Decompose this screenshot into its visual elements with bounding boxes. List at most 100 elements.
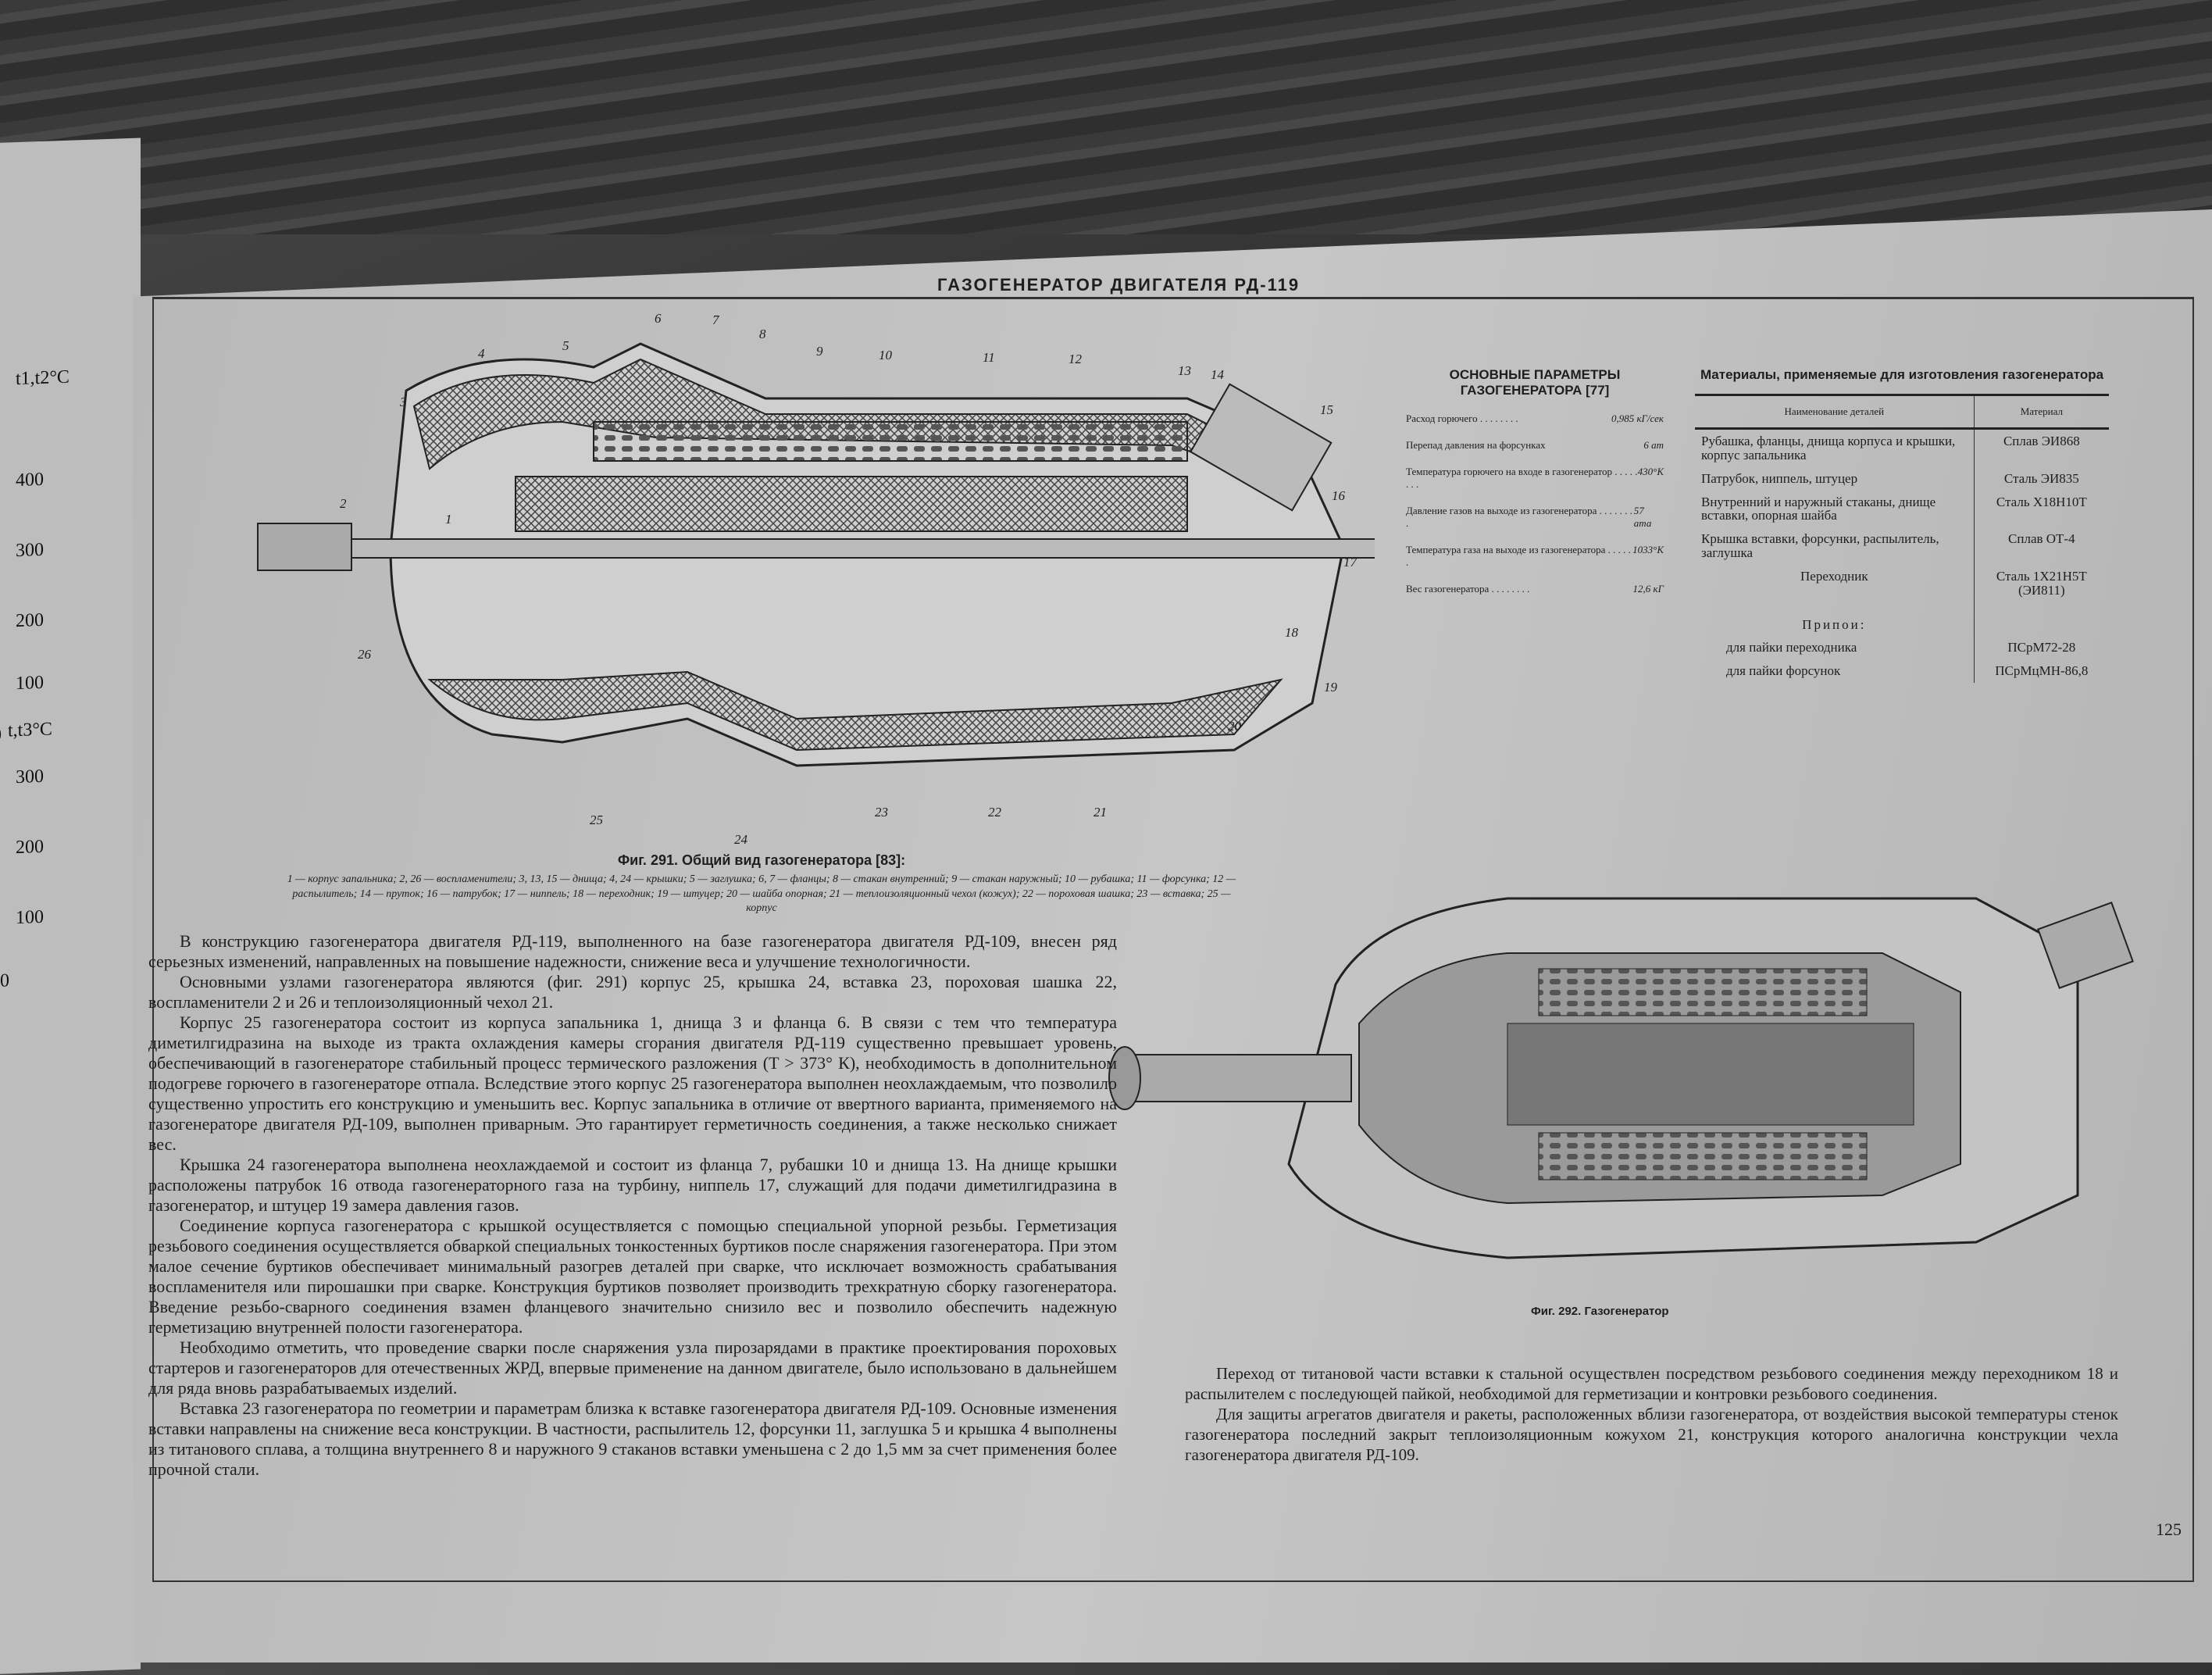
tick: 0 — [0, 970, 9, 991]
part-cell: для пайки форсунок — [1726, 663, 1841, 679]
callout: 12 — [1069, 352, 1082, 366]
material-cell — [1973, 602, 2109, 637]
callout: 8 — [759, 327, 766, 341]
callout: 7 — [712, 312, 719, 327]
fig291-cross-section — [257, 342, 1375, 767]
fig291-caption: Фиг. 291. Общий вид газогенератора [83]:… — [281, 852, 1242, 916]
paragraph: Корпус 25 газогенератора состоит из корп… — [148, 1012, 1117, 1154]
material-cell: Сплав ЭИ868 — [1973, 428, 2109, 467]
material-cell: Сталь 1Х21Н5Т (ЭИ811) — [1973, 564, 2109, 602]
right-text: Переход от титановой части вставки к ста… — [1185, 1363, 2118, 1465]
material-cell: ПСрМ72-28 — [1973, 636, 2109, 660]
tick: 300 — [16, 766, 44, 788]
params-title-2: ГАЗОГЕНЕРАТОРА [77] — [1460, 383, 1610, 398]
material-cell: Сплав ОТ-4 — [1973, 527, 2109, 565]
tick: 200 — [16, 609, 44, 632]
param-value: 57 ата — [1633, 505, 1652, 529]
param-row: Температура газа на выходе из газогенера… — [1406, 544, 1664, 569]
part-cell: Патрубок, ниппель, штуцер — [1701, 470, 1858, 486]
tick: 400 — [16, 469, 44, 491]
callout: 15 — [1320, 402, 1333, 417]
table-row: Крышка вставки, форсунки, распылитель, з… — [1695, 527, 2109, 565]
callout: 2 — [340, 496, 347, 511]
paragraph: В конструкцию газогенератора двигателя Р… — [148, 931, 1117, 971]
callout: 25 — [590, 812, 603, 827]
tick: 300 — [16, 539, 44, 562]
table-row: Патрубок, ниппель, штуцер Сталь ЭИ835 — [1695, 466, 2109, 491]
callout: 17 — [1343, 555, 1357, 570]
param-label: Давление газов на выходе из газогенерато… — [1406, 505, 1632, 529]
callout: 13 — [1178, 363, 1191, 378]
material-cell: ПСрМцМН-86,8 — [1973, 659, 2109, 684]
param-label: Расход горючего . . . . . . . . — [1406, 412, 1518, 424]
param-row: Перепад давления на форсунках 6 ат — [1406, 439, 1664, 452]
callout: 1 — [445, 512, 452, 527]
wood-table-background — [0, 0, 2212, 234]
fig291-caption-legend: 1 — корпус запальника; 2, 26 — воспламен… — [287, 873, 1236, 914]
paragraph: Вставка 23 газогенератора по геометрии и… — [148, 1398, 1117, 1479]
part-cell: Крышка вставки, форсунки, распылитель, з… — [1701, 531, 1939, 561]
paragraph: Для защиты агрегатов двигателя и ракеты,… — [1185, 1405, 2118, 1464]
param-label: Вес газогенератора . . . . . . . . — [1406, 583, 1530, 595]
paragraph: Переход от титановой части вставки к ста… — [1185, 1364, 2118, 1403]
table-row: Рубашка, фланцы, днища корпуса и крышки,… — [1695, 428, 2109, 467]
param-row: Температура горючего на входе в газогене… — [1406, 466, 1664, 491]
part-cell: Припои: — [1802, 616, 1867, 632]
tick: 100 — [16, 672, 44, 695]
callout: 16 — [1332, 488, 1345, 503]
params-title-1: ОСНОВНЫЕ ПАРАМЕТРЫ — [1449, 367, 1621, 382]
fig292-illustration — [1108, 897, 2134, 1259]
part-cell: Рубашка, фланцы, днища корпуса и крышки,… — [1701, 434, 1956, 462]
paragraph: Необходимо отметить, что проведение свар… — [148, 1338, 1117, 1398]
callout: 6 — [655, 311, 662, 326]
param-label: Температура горючего на входе в газогене… — [1406, 466, 1638, 490]
axis-label: t1,t2°C — [16, 366, 70, 390]
param-value: 6 ат — [1643, 439, 1664, 451]
callout: 10 — [879, 348, 892, 362]
callout: 14 — [1211, 367, 1224, 382]
callout: 11 — [983, 350, 995, 365]
param-value: 1033°К — [1632, 544, 1664, 555]
col-header-material: Материал — [1973, 394, 2109, 430]
param-row: Вес газогенератора . . . . . . . . 12,6 к… — [1406, 583, 1664, 595]
axis-label: t,t3°C — [8, 719, 52, 741]
callout: 22 — [988, 805, 1001, 820]
callout: 5 — [562, 338, 569, 353]
main-text: В конструкцию газогенератора двигателя Р… — [148, 931, 1117, 1480]
part-cell: Переходник — [1800, 568, 1868, 584]
parameters-block: ОСНОВНЫЕ ПАРАМЕТРЫ ГАЗОГЕНЕРАТОРА [77] Р… — [1406, 367, 1664, 595]
callout: 3 — [400, 395, 407, 409]
table-row: Переходник Сталь 1Х21Н5Т (ЭИ811) — [1695, 564, 2109, 602]
callout: 21 — [1094, 805, 1107, 820]
tick: 200 — [16, 836, 44, 859]
callout: 26 — [358, 647, 371, 662]
table-row: для пайки переходника ПСрМ72-28 — [1695, 636, 2109, 660]
page-title: ГАЗОГЕНЕРАТОР ДВИГАТЕЛЯ РД-119 — [937, 275, 1300, 295]
param-row: Давление газов на выходе из газогенерато… — [1406, 505, 1664, 530]
paragraph: Основными узлами газогенератора являются… — [148, 972, 1117, 1012]
material-cell: Сталь Х18Н10Т — [1973, 490, 2109, 528]
part-cell: для пайки переходника — [1726, 640, 1857, 655]
param-value: 0,985 кГ/сек — [1611, 412, 1664, 424]
left-page: t1,t2°C 400 300 200 100 0 t,t3°C 300 200… — [0, 138, 141, 1675]
paragraph: Крышка 24 газогенератора выполнена неохл… — [148, 1155, 1117, 1215]
callout: 9 — [816, 344, 823, 359]
table-row: Припои: — [1695, 602, 2109, 637]
part-cell: Внутренний и наружный стаканы, днище вст… — [1701, 494, 1936, 523]
fig291-caption-title: Фиг. 291. Общий вид газогенератора [83]: — [617, 852, 906, 868]
paragraph: Соединение корпуса газогенератора с крыш… — [148, 1216, 1117, 1337]
tick: 0 — [0, 724, 2, 746]
page-number: 125 — [2156, 1520, 2182, 1539]
param-label: Температура газа на выходе из газогенера… — [1406, 544, 1631, 568]
callout: 19 — [1324, 680, 1337, 695]
fig292-caption: Фиг. 292. Газогенератор — [1531, 1305, 1669, 1318]
materials-table: Материалы, применяемые для изготовления … — [1695, 367, 2109, 684]
table-row: Внутренний и наружный стаканы, днище вст… — [1695, 490, 2109, 528]
callout: 18 — [1285, 625, 1298, 640]
param-value: 430°К — [1637, 466, 1664, 477]
param-label: Перепад давления на форсунках — [1406, 439, 1546, 451]
param-value: 12,6 кГ — [1632, 583, 1664, 595]
material-cell: Сталь ЭИ835 — [1973, 466, 2109, 491]
callout: 24 — [734, 832, 747, 847]
callout: 23 — [875, 805, 888, 820]
